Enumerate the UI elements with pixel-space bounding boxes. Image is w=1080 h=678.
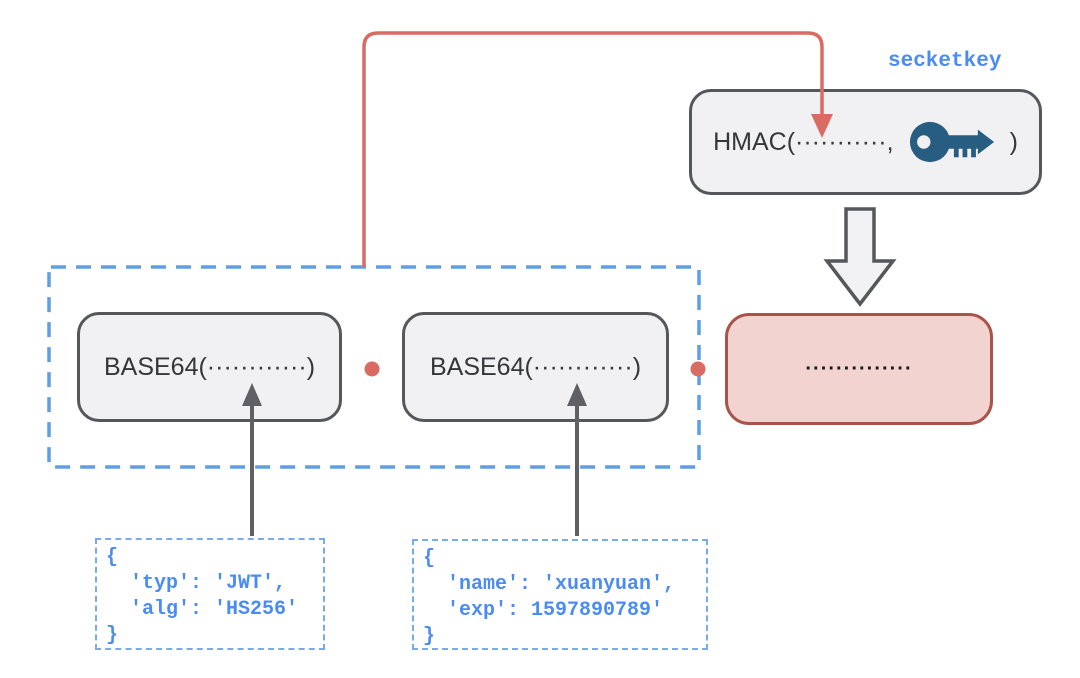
code-line: 'alg': 'HS256' bbox=[106, 598, 299, 621]
base64-payload-box: BASE64(············) bbox=[402, 312, 669, 422]
code-line: 'typ': 'JWT', bbox=[106, 572, 287, 595]
concat-dot-icon bbox=[690, 361, 706, 377]
signature-block-arrow bbox=[823, 207, 897, 307]
base64-payload-text: BASE64(············) bbox=[429, 352, 642, 381]
header-json-box: { 'typ': 'JWT', 'alg': 'HS256' } bbox=[95, 538, 325, 650]
signature-dots-text: ·············· bbox=[805, 357, 913, 380]
code-line: } bbox=[106, 624, 119, 647]
code-line: 'name': 'xuanyuan', bbox=[423, 573, 676, 596]
code-line: 'exp': 1597890789' bbox=[423, 599, 664, 622]
key-icon bbox=[909, 121, 994, 163]
hmac-prefix-text: HMAC(···········, bbox=[713, 127, 894, 156]
code-line: } bbox=[423, 625, 436, 648]
hmac-suffix-text: ) bbox=[1009, 127, 1018, 156]
code-line: { bbox=[106, 546, 119, 569]
code-line: { bbox=[423, 547, 436, 570]
base64-header-box: BASE64(············) bbox=[77, 312, 342, 422]
payload-json-box: { 'name': 'xuanyuan', 'exp': 1597890789'… bbox=[412, 539, 708, 650]
base64-header-text: BASE64(············) bbox=[103, 352, 316, 381]
secret-key-label: secketkey bbox=[888, 50, 1002, 73]
hmac-function-box: HMAC(···········, ) bbox=[689, 89, 1042, 195]
concat-dot-icon bbox=[364, 361, 380, 377]
signature-result-box: ·············· bbox=[725, 313, 993, 425]
